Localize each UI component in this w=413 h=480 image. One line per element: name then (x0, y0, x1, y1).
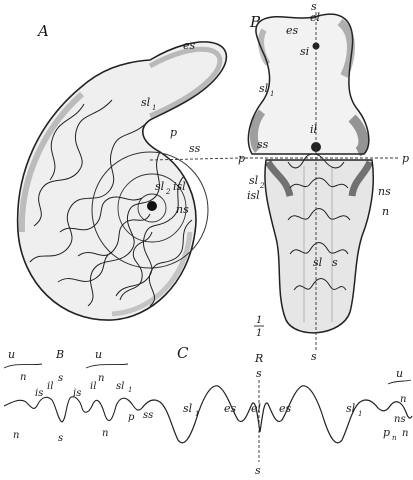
panel-small-b-u-arc-left (4, 364, 42, 368)
panel-small-b-label-p: p (128, 412, 135, 423)
panel-small-b-label-sl1-sub: 1 (128, 386, 132, 394)
panel-small-b-label-s-upper: s (58, 373, 63, 384)
panel-c-label-u: u (396, 367, 403, 380)
panel-b-label-si: si (300, 45, 309, 58)
panel-b-label-isl: isl (247, 189, 260, 202)
panel-b-label-ns: ns (378, 185, 391, 198)
panel-c-label-sl1-left-sub: 1 (195, 410, 199, 418)
panel-c-label-n: n (400, 394, 406, 405)
panel-a-label-sl2: sl (155, 180, 165, 193)
panel-b-label-n: n (382, 205, 389, 218)
panel-c-label-sl1-left: sl (183, 402, 193, 415)
panel-c-label-el: el (251, 402, 262, 415)
panel-small-b-label-il: il (47, 381, 53, 392)
panel-b-label-p-right: p (402, 152, 409, 165)
panel-small-b-label-u-right: u (95, 348, 102, 361)
panel-c-label-s-bottom: s (255, 464, 261, 477)
panel-a-label-sl2-sub: 2 (165, 188, 171, 196)
panel-b-label-il: il (310, 123, 318, 136)
panel-b-label-s-bottom: s (311, 350, 317, 363)
panel-a-shell-outline (18, 42, 227, 320)
panel-c-label-p: p (383, 426, 390, 439)
panel-c-label-n-b: n (402, 428, 408, 439)
panel-a-label-isl: isl (173, 180, 186, 193)
panel-b-label-sl2-sub: 2 (259, 182, 265, 190)
panel-small-b-label-is-mid: is (73, 388, 81, 399)
panel-c-label-sl1-right: sl (346, 402, 356, 415)
panel-c-u-arc (388, 380, 411, 384)
panel-small-b-suture: B u u n s n is il is il sl 1 p n s n (4, 348, 142, 444)
panel-b-label-el: el (310, 11, 321, 24)
panel-c-label-ns: ns (394, 414, 406, 425)
panel-c-label-n-a: n (392, 434, 397, 442)
panel-c-label-es-left: es (224, 402, 237, 415)
panel-a-umbilicus (147, 201, 157, 211)
scale-denominator: 1 (256, 328, 262, 339)
panel-c-label-s-top: s (256, 367, 262, 380)
panel-b-label-ss: ss (257, 138, 269, 151)
panel-a-label-p: p (170, 126, 177, 139)
panel-small-b-label-is-left: is (35, 388, 43, 399)
panel-small-b-suture-line (4, 397, 142, 422)
panel-c-label-sl1-right-sub: 1 (358, 410, 362, 418)
panel-b-front-view: B s el es si sl 1 il ss p (238, 0, 409, 363)
panel-a-ammonite: A es sl 1 p ss sl 2 (18, 22, 240, 320)
panel-b-label-sl2: sl (249, 174, 259, 187)
panel-a-label-sl1: sl (141, 96, 151, 109)
panel-b-label-sl1-sub: 1 (270, 90, 274, 98)
panel-c-letter: C (177, 344, 189, 362)
panel-b-label-sl-mid: sl (313, 256, 323, 269)
panel-small-b-label-n-right: n (98, 373, 104, 384)
panel-small-b-label-u-left: u (8, 348, 15, 361)
panel-small-b-label-s-lower: s (58, 433, 63, 444)
scale-numerator: 1 (256, 315, 262, 326)
panel-a-label-sl1-sub: 1 (152, 104, 156, 112)
panel-small-b-label-il-right: il (90, 381, 96, 392)
panel-c-label-R: R (254, 352, 263, 365)
panel-c-label-ss: ss (143, 410, 153, 421)
panel-b-label-sl1: sl (259, 82, 269, 95)
panel-small-b-label-n-left: n (20, 372, 26, 383)
panel-a-letter: A (36, 22, 49, 40)
scale-fraction: 1 1 (254, 315, 264, 339)
panel-c-label-es-right: es (279, 402, 292, 415)
panel-b-label-s-mid: s (332, 256, 338, 269)
panel-a-label-ns: ns (176, 203, 189, 216)
panel-a-label-ss: ss (189, 142, 201, 155)
panel-small-b-u-arc-right (86, 364, 128, 368)
panel-b-label-es: es (286, 24, 299, 37)
panel-c-suture: C R s ss sl 1 es el es sl 1 u n ns p n n… (142, 344, 412, 477)
panel-small-b-letter: B (55, 348, 64, 361)
panel-small-b-label-sl1: sl (116, 381, 124, 392)
panel-small-b-label-n-low-left: n (13, 430, 19, 441)
panel-small-b-label-n-low-right: n (102, 428, 108, 439)
panel-b-label-p-left: p (238, 152, 245, 165)
panel-a-label-es: es (183, 39, 196, 52)
